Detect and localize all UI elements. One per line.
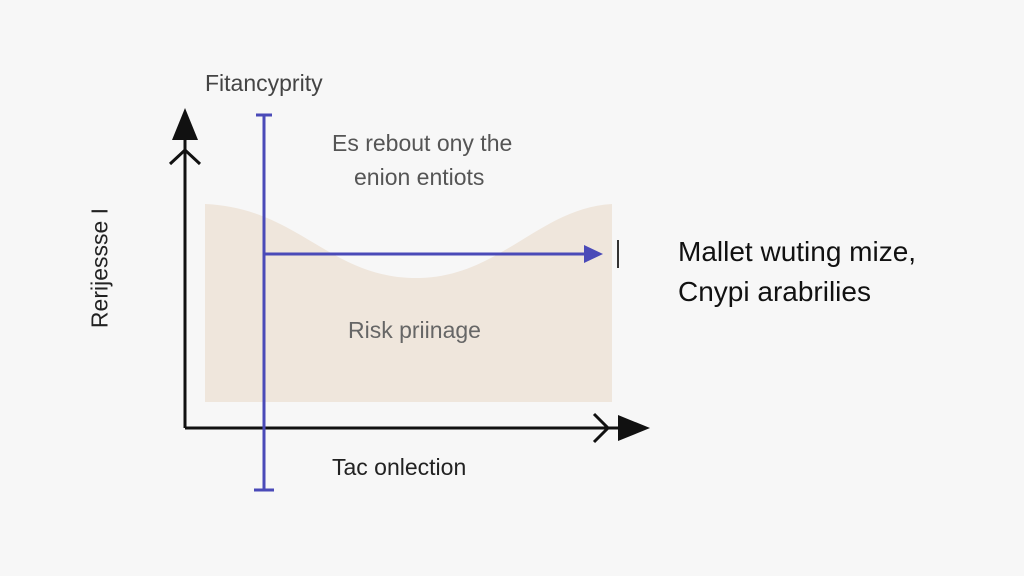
- x-axis-arrowhead-icon: [618, 415, 650, 441]
- annotation-line-1: Es rebout ony the: [332, 130, 513, 156]
- y-axis-arrowhead-icon: [172, 108, 198, 140]
- top-axis-label: Fitancyprity: [205, 70, 323, 96]
- x-axis-chevron-icon: [592, 412, 611, 444]
- side-text-line-1: Mallet wuting mize,: [678, 236, 917, 267]
- risk-region: [205, 204, 612, 402]
- risk-region-label: Risk priinage: [348, 317, 481, 343]
- y-axis-chevron-icon: [168, 147, 202, 166]
- y-axis-label: Rerijessse I: [86, 207, 113, 329]
- side-text-line-2: Cnypi arabrilies: [678, 276, 871, 307]
- blue-arrowhead-icon: [584, 245, 603, 263]
- annotation-line-2: enion entiots: [354, 164, 485, 190]
- x-axis-label: Tac onlection: [332, 454, 467, 480]
